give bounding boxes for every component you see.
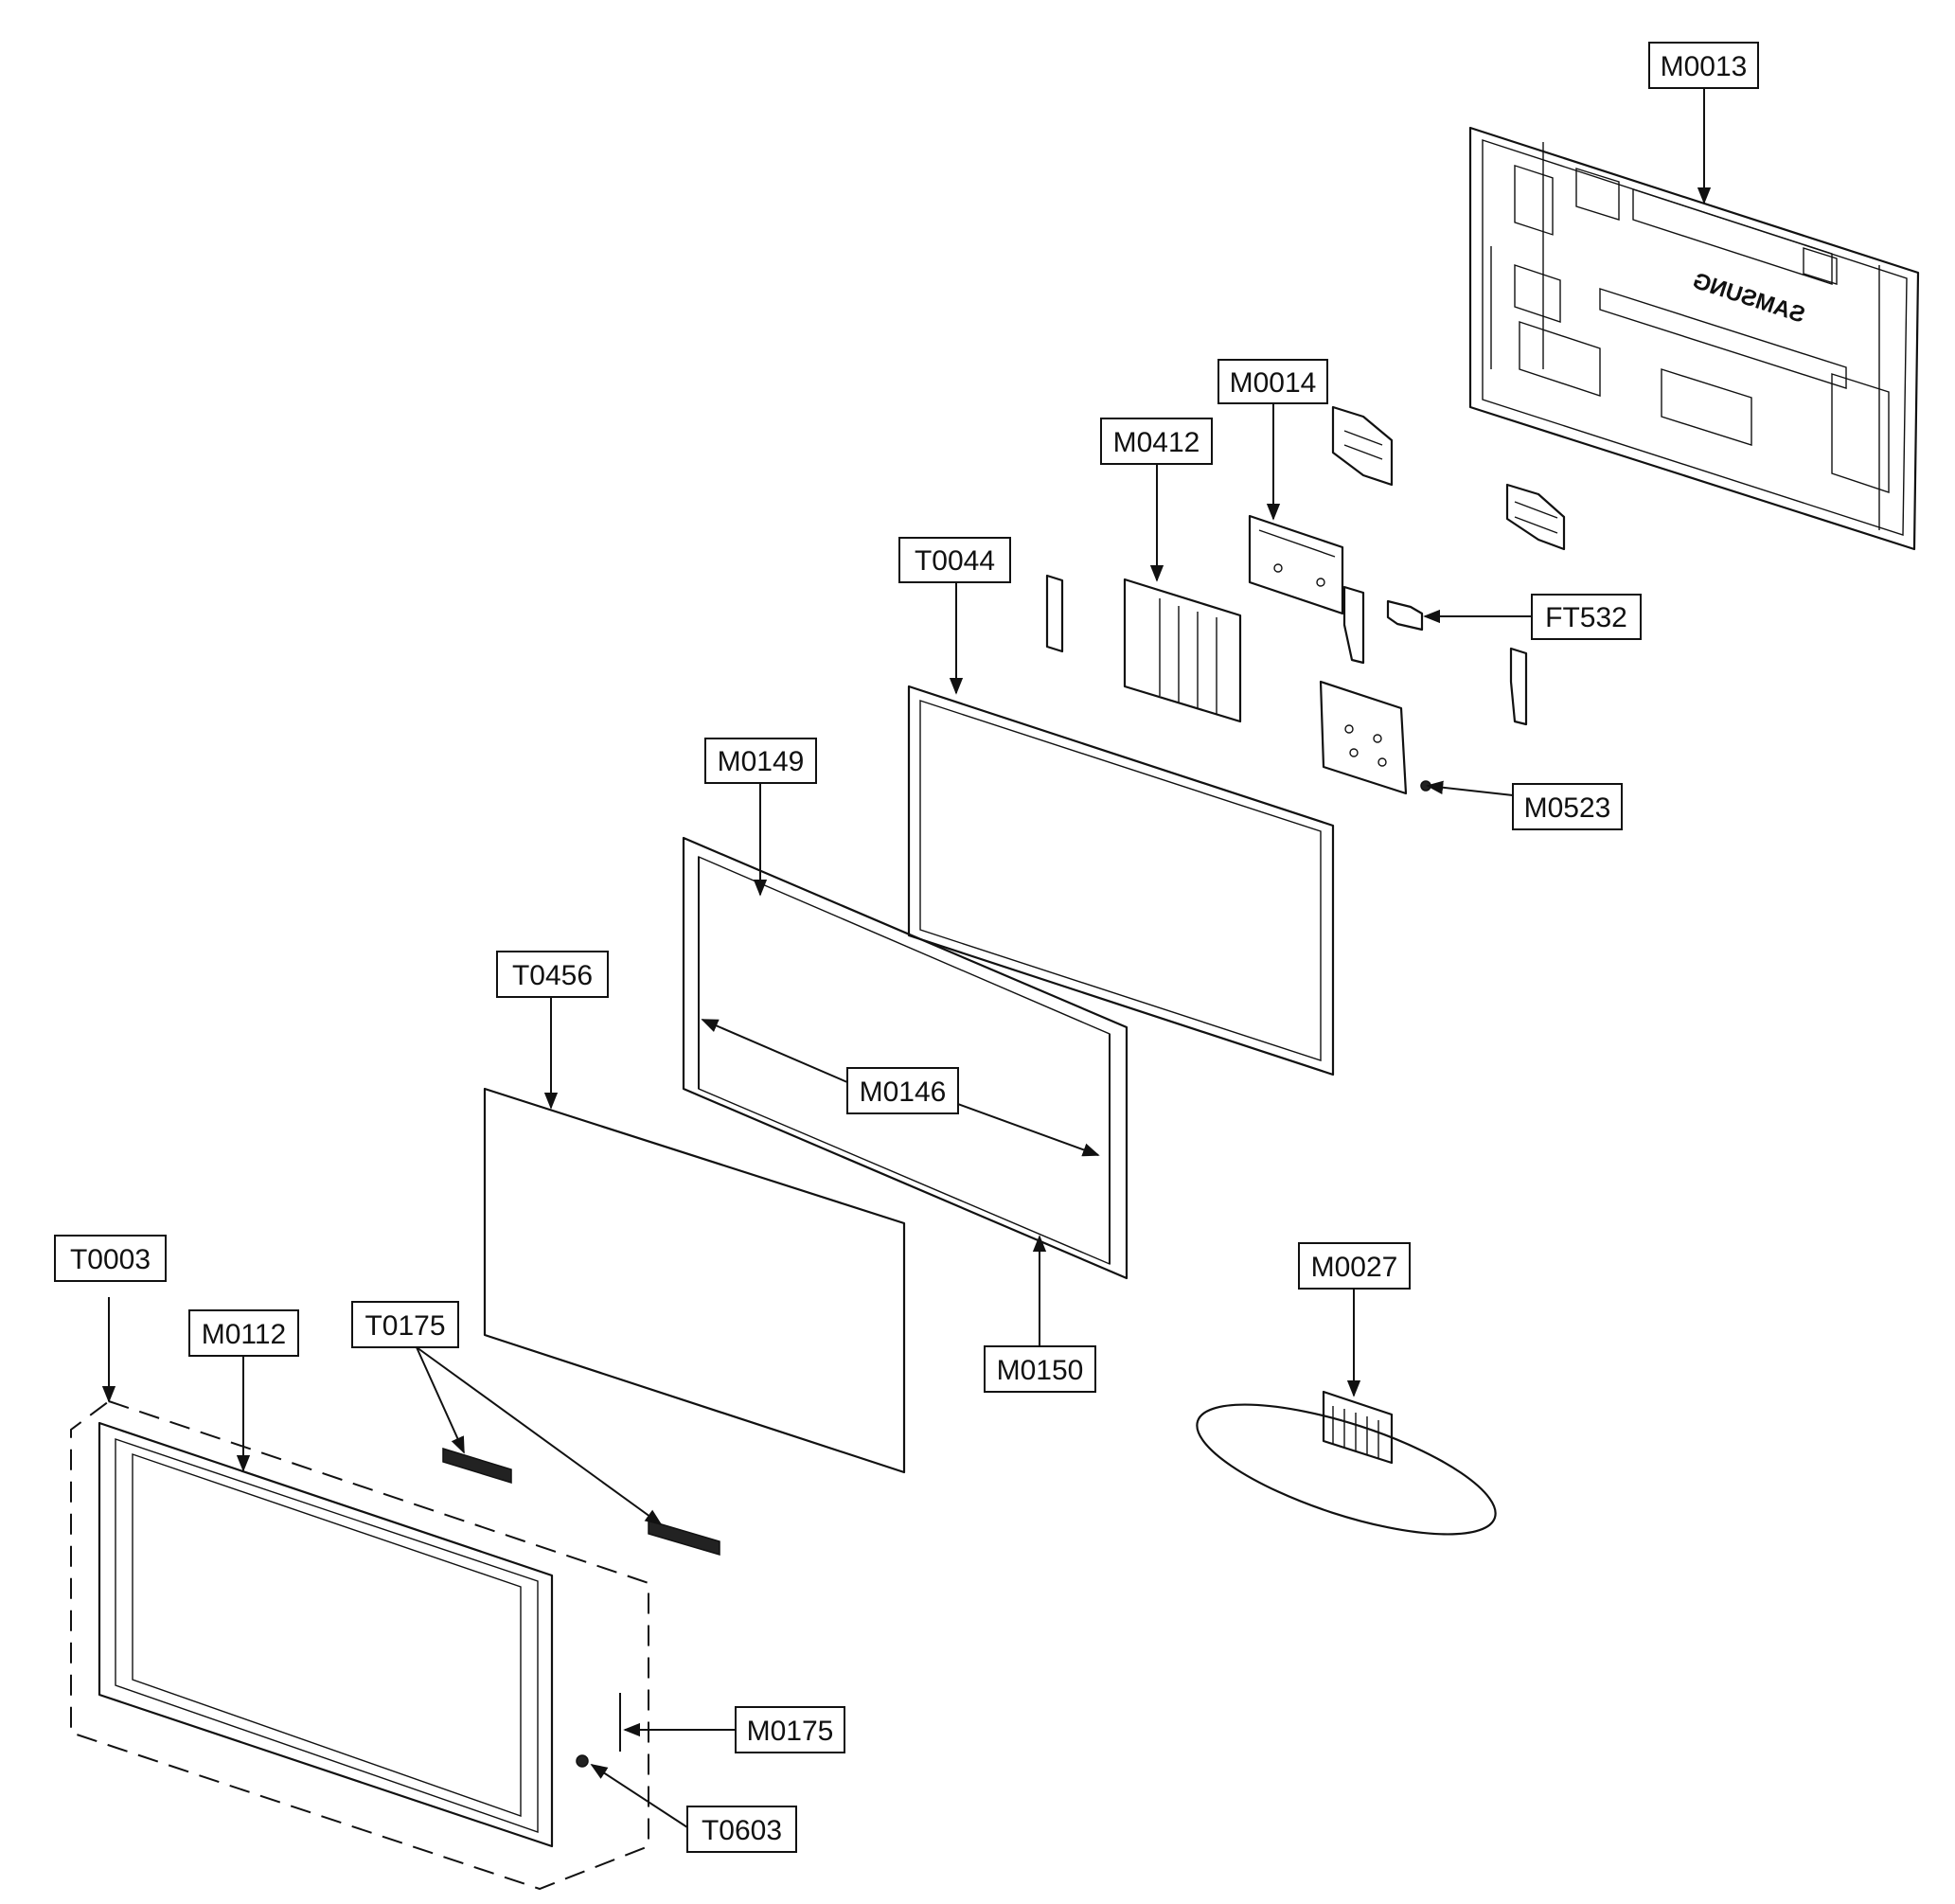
part-label-t0044-text: T0044 xyxy=(915,545,995,577)
part-label-m0523: M0523 xyxy=(1512,783,1623,830)
part-label-t0003-text: T0003 xyxy=(70,1244,151,1275)
clip-part-lower xyxy=(1509,647,1528,726)
part-label-m0027-text: M0027 xyxy=(1311,1252,1398,1283)
frame-m0149 xyxy=(682,836,1129,1280)
part-label-t0603-text: T0603 xyxy=(702,1815,782,1846)
part-label-m0013: M0013 xyxy=(1648,42,1759,89)
part-label-m0412: M0412 xyxy=(1100,418,1213,465)
part-label-m0175: M0175 xyxy=(735,1706,845,1753)
part-label-t0456: T0456 xyxy=(496,951,609,998)
part-label-m0149: M0149 xyxy=(704,738,817,784)
part-label-m0112-text: M0112 xyxy=(202,1319,287,1350)
speaker-left xyxy=(442,1447,512,1485)
board-m0412 xyxy=(1123,578,1242,723)
part-label-t0456-text: T0456 xyxy=(512,960,593,991)
part-label-t0175: T0175 xyxy=(351,1301,459,1348)
part-label-m0149-text: M0149 xyxy=(718,746,805,777)
glass-t0456 xyxy=(483,1087,906,1474)
part-label-m0412-text: M0412 xyxy=(1113,427,1200,458)
part-label-m0014: M0014 xyxy=(1217,359,1328,404)
bracket-m0523 xyxy=(1319,680,1431,795)
clip-part-upper xyxy=(1342,585,1365,665)
part-label-ft532: FT532 xyxy=(1531,594,1642,640)
part-label-m0150: M0150 xyxy=(984,1345,1096,1393)
small-part-left xyxy=(1045,574,1064,653)
part-label-m0014-text: M0014 xyxy=(1230,367,1317,399)
part-label-m0150-text: M0150 xyxy=(997,1355,1084,1386)
part-label-m0112: M0112 xyxy=(188,1309,299,1357)
part-label-m0146: M0146 xyxy=(846,1067,959,1114)
front-bezel-m0112 xyxy=(98,1421,554,1848)
part-label-m0013-text: M0013 xyxy=(1661,51,1748,82)
leader-lines xyxy=(101,88,1712,1828)
part-label-t0175-text: T0175 xyxy=(364,1310,445,1342)
connector-ft532 xyxy=(1386,599,1424,632)
part-label-m0027: M0027 xyxy=(1298,1242,1411,1290)
back-cover-logo: SAMSUNG xyxy=(1690,268,1808,329)
part-label-t0044: T0044 xyxy=(898,537,1011,583)
part-label-m0175-text: M0175 xyxy=(747,1716,834,1747)
side-bracket-lower xyxy=(1505,483,1566,551)
part-label-t0003: T0003 xyxy=(54,1235,167,1282)
main-board-m0014 xyxy=(1248,514,1344,615)
part-label-m0523-text: M0523 xyxy=(1524,792,1611,824)
screw-t0603 xyxy=(576,1754,589,1768)
part-label-ft532-text: FT532 xyxy=(1545,602,1627,633)
part-label-m0146-text: M0146 xyxy=(860,1077,947,1108)
back-cover: SAMSUNG xyxy=(1468,126,1920,551)
part-label-t0603: T0603 xyxy=(686,1806,797,1853)
speaker-right xyxy=(648,1519,720,1557)
side-bracket-upper xyxy=(1331,405,1394,487)
stand-m0027 xyxy=(1196,1390,1497,1536)
front-assembly-outline xyxy=(70,1400,649,1891)
panel-t0044 xyxy=(907,685,1335,1077)
